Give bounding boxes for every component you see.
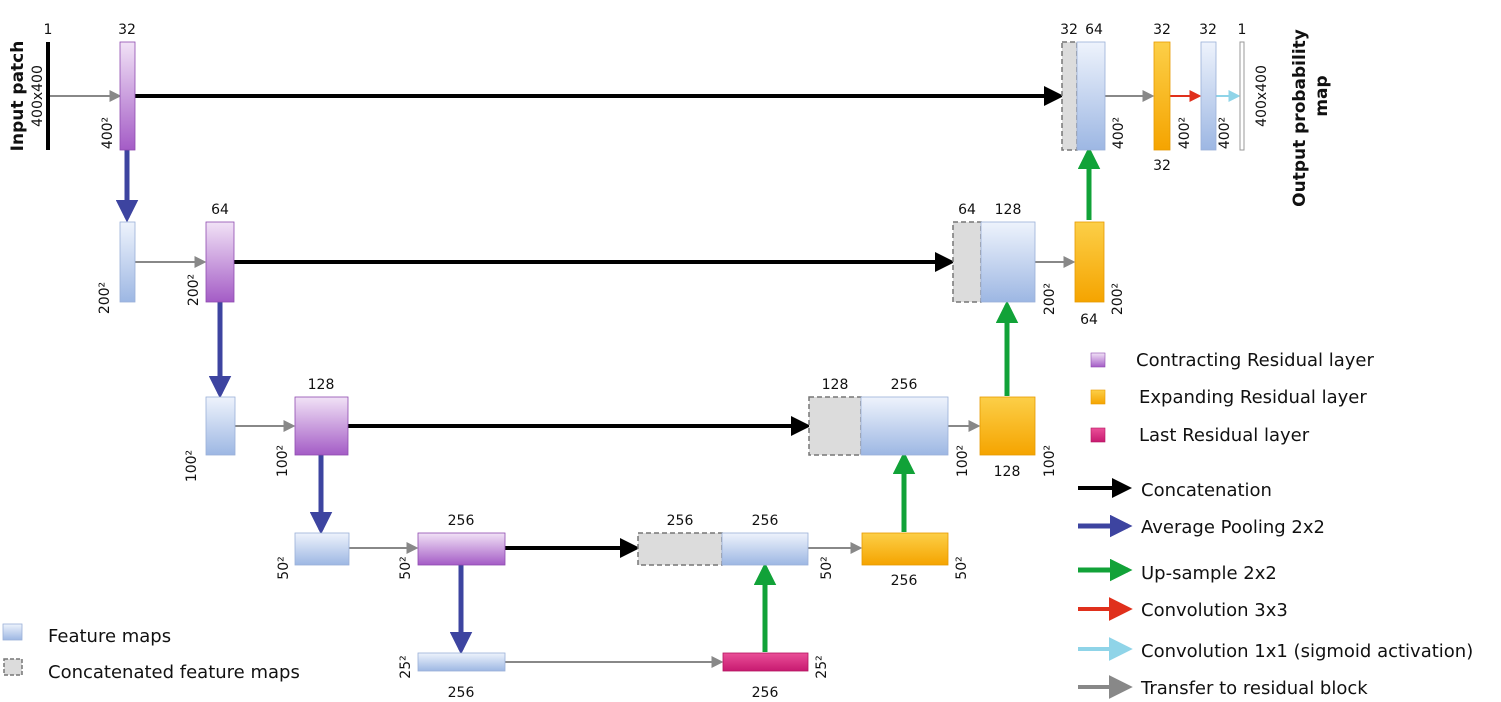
block-labels: Input patch 400x400 1 32 400² 200² 64 20… <box>8 22 1332 701</box>
size-label: 100² <box>1042 445 1058 477</box>
size-label: 50² <box>276 556 292 579</box>
legend-swatch-contracting <box>1090 352 1106 368</box>
channel-label: 256 <box>891 573 918 589</box>
channel-label: 32 <box>118 22 136 38</box>
feature-map-200 <box>119 221 136 303</box>
size-label: 100² <box>184 450 200 482</box>
size-label: 400² <box>100 117 116 149</box>
channel-label: 128 <box>995 202 1022 218</box>
input-title: Input patch <box>8 41 28 152</box>
legend-label-upsample: Up-sample 2x2 <box>1141 563 1277 584</box>
transfer-arrows <box>50 90 1155 668</box>
legend-label-conv1x1: Convolution 1x1 (sigmoid activation) <box>1141 641 1473 662</box>
size-label: 50² <box>954 556 970 579</box>
channel-label: 128 <box>308 377 335 393</box>
channel-label: 64 <box>958 202 976 218</box>
size-label: 400² <box>1217 117 1233 149</box>
size-label: 50² <box>398 556 414 579</box>
contracting-block-1 <box>119 41 136 151</box>
feature-map-dec4 <box>721 532 809 566</box>
pooling-arrows <box>115 150 473 655</box>
legend-maps: Feature maps Concatenated feature maps <box>2 623 300 683</box>
legend-swatch-expanding <box>1090 389 1106 405</box>
upsample-arrows <box>753 146 1101 652</box>
legend-label-feature-maps: Feature maps <box>48 626 171 647</box>
legend-arrows: Concatenation Average Pooling 2x2 Up-sam… <box>1078 478 1473 699</box>
channel-label: 128 <box>994 464 1021 480</box>
channel-label: 256 <box>448 685 475 701</box>
channel-label: 256 <box>891 377 918 393</box>
legend-label-last: Last Residual layer <box>1139 425 1310 446</box>
channel-label: 32 <box>1060 22 1078 38</box>
feature-map-dec3 <box>860 396 949 456</box>
legend-swatch-feature-maps <box>2 623 23 641</box>
concatenated-map-4 <box>637 532 723 566</box>
size-label: 200² <box>186 274 202 306</box>
output-title-line1: Output probability <box>1290 29 1310 207</box>
concatenated-map-2 <box>952 221 982 303</box>
output-channels-label: 1 <box>1238 22 1247 38</box>
output-size-label: 400x400 <box>1254 65 1270 127</box>
channel-label: 32 <box>1153 22 1171 38</box>
channel-label: 128 <box>822 377 849 393</box>
contracting-block-3 <box>294 396 349 456</box>
size-label: 100² <box>955 445 971 477</box>
legend-label-conv3x3: Convolution 3x3 <box>1141 600 1288 621</box>
expanding-block-4 <box>861 532 949 566</box>
size-label: 400² <box>1111 117 1127 149</box>
channel-label: 64 <box>1085 22 1103 38</box>
legend-swatch-last <box>1090 427 1106 443</box>
channel-label: 32 <box>1153 158 1171 174</box>
channel-label: 64 <box>1080 312 1098 328</box>
legend-label-concatenation: Concatenation <box>1141 480 1272 501</box>
size-label: 200² <box>1042 283 1058 315</box>
channel-label: 32 <box>1199 22 1217 38</box>
legend-label-transfer: Transfer to residual block <box>1140 678 1368 699</box>
concatenated-map-1 <box>1061 41 1078 151</box>
bottleneck-feature-map <box>417 652 506 672</box>
expanding-block-2 <box>1074 221 1105 303</box>
channel-label: 256 <box>448 513 475 529</box>
last-residual-block <box>722 652 809 672</box>
concatenated-map-3 <box>808 396 862 456</box>
contracting-block-2 <box>205 221 235 303</box>
size-label: 200² <box>97 282 113 314</box>
size-label: 25² <box>398 655 414 678</box>
size-label: 100² <box>275 445 291 477</box>
feature-map-final <box>1200 41 1217 151</box>
feature-map-dec1 <box>1076 41 1106 151</box>
input-channels-label: 1 <box>44 22 53 38</box>
expanding-block-3 <box>979 396 1036 456</box>
channel-label: 256 <box>667 513 694 529</box>
channel-label: 256 <box>752 513 779 529</box>
legend-label-concatenated: Concatenated feature maps <box>48 662 300 683</box>
contracting-block-4 <box>417 532 506 566</box>
input-size-label: 400x400 <box>30 65 46 127</box>
legend-label-expanding: Expanding Residual layer <box>1139 387 1367 408</box>
legend-blocks: Contracting Residual layer Expanding Res… <box>1090 350 1374 446</box>
input-patch-bar <box>46 42 50 150</box>
concatenation-arrows <box>135 86 1064 558</box>
size-label: 50² <box>819 556 835 579</box>
channel-label: 256 <box>752 685 779 701</box>
legend-swatch-concatenated <box>3 658 23 676</box>
output-probability-map <box>1239 41 1245 151</box>
size-label: 25² <box>814 655 830 678</box>
expanding-block-1 <box>1153 41 1171 151</box>
feature-map-50 <box>294 532 350 566</box>
feature-map-100 <box>205 396 236 456</box>
feature-map-dec2 <box>980 221 1036 303</box>
size-label: 400² <box>1177 117 1193 149</box>
legend-label-pooling: Average Pooling 2x2 <box>1141 517 1325 538</box>
channel-label: 64 <box>211 202 229 218</box>
legend-label-contracting: Contracting Residual layer <box>1136 350 1374 371</box>
size-label: 200² <box>1110 283 1126 315</box>
output-title-line2: map <box>1312 75 1332 116</box>
